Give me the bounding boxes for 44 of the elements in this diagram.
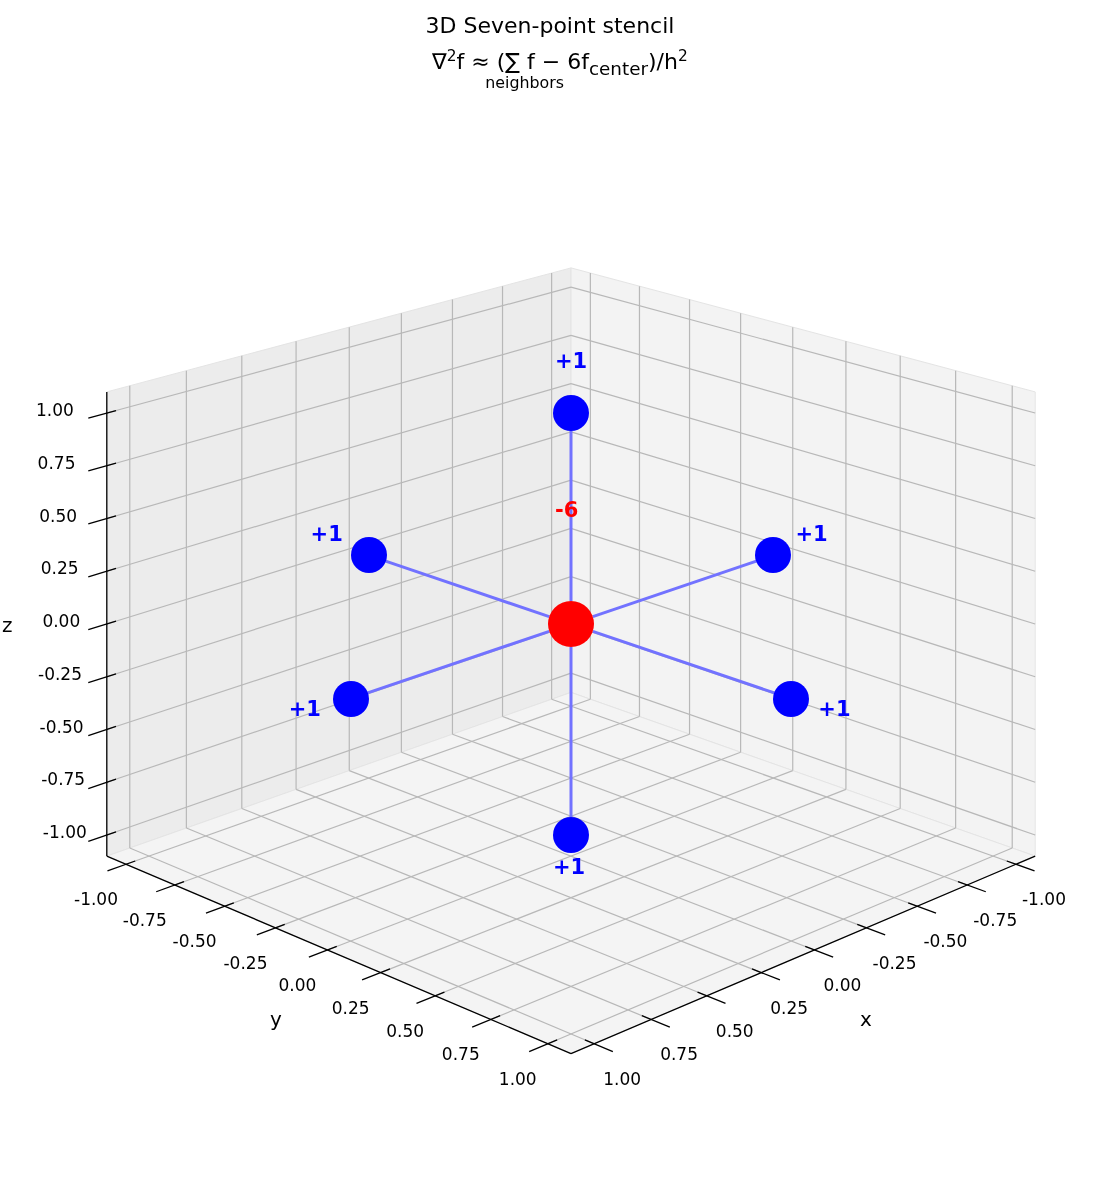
- tick-label: -0.50: [923, 932, 968, 951]
- tick-label: 1.00: [36, 401, 74, 420]
- tick-label: 0.75: [441, 1045, 480, 1065]
- tick-label: -0.75: [41, 770, 86, 789]
- connector-line: [592, 559, 757, 619]
- connector-line: [367, 629, 550, 695]
- coefficient-label: +1: [818, 698, 851, 720]
- tick-label: 0.50: [386, 1021, 424, 1041]
- tick-label: -1.00: [1022, 890, 1066, 909]
- tick-label: 0.50: [715, 1021, 754, 1041]
- axis-label: z: [2, 614, 13, 636]
- tick-label: 0.25: [331, 998, 370, 1018]
- tick-label: 1.00: [498, 1069, 537, 1089]
- axis-label: y: [270, 1008, 282, 1030]
- tick-label: -0.25: [223, 953, 268, 973]
- connector-line: [569, 647, 573, 817]
- coefficient-label: +1: [288, 698, 321, 720]
- coefficient-label: -6: [555, 500, 579, 521]
- coefficient-label: +1: [555, 351, 588, 372]
- tick-label: 0.75: [37, 453, 76, 473]
- tick-label: -0.75: [973, 911, 1018, 930]
- tick-label: 0.75: [660, 1045, 698, 1065]
- tick-label: 0.25: [40, 559, 79, 578]
- tick-label: -1.00: [42, 823, 87, 842]
- tick-label: -1.00: [74, 890, 118, 909]
- coefficient-label: +1: [795, 524, 828, 546]
- chart-title: 3D Seven-point stencil: [424, 14, 676, 39]
- tick-label: 0.50: [39, 506, 78, 526]
- connector-line: [385, 559, 550, 619]
- tick-label: 0.00: [42, 612, 81, 631]
- tick-label: -0.50: [172, 932, 217, 951]
- coefficient-label: +1: [553, 857, 586, 878]
- connector-line: [569, 431, 573, 601]
- tick-label: -0.75: [122, 911, 167, 930]
- tick-label: 0.25: [770, 998, 809, 1018]
- tick-label: -0.50: [39, 717, 84, 737]
- tick-label: 1.00: [603, 1069, 641, 1089]
- coefficient-label: +1: [310, 524, 343, 546]
- tick-label: -0.25: [38, 664, 82, 684]
- tick-label: 0.00: [278, 976, 317, 995]
- tick-label: 0.00: [823, 976, 862, 995]
- axis-label: x: [860, 1008, 872, 1030]
- connector-line: [592, 629, 775, 695]
- tick-label: -0.25: [872, 953, 917, 973]
